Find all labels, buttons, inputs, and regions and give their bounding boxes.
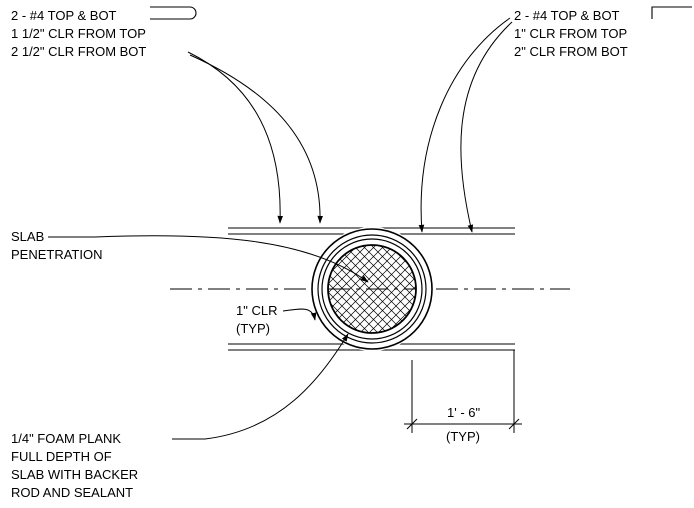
leader-foam-plank <box>172 333 349 440</box>
note-clearance-line-1: 1" CLR <box>236 303 277 318</box>
note-slab-penetration: SLAB PENETRATION <box>11 229 103 262</box>
note-foam-plank: 1/4" FOAM PLANK FULL DEPTH OF SLAB WITH … <box>11 431 138 500</box>
outer-ring <box>311 228 433 350</box>
note-slab-penetration-line-2: PENETRATION <box>11 247 103 262</box>
note-slab-penetration-line-1: SLAB <box>11 229 44 244</box>
note-top-right: 2 - #4 TOP & BOT 1" CLR FROM TOP 2" CLR … <box>514 8 628 59</box>
note-clearance-line-2: (TYP) <box>236 321 270 336</box>
leader-top-right-1 <box>418 17 511 233</box>
note-top-left-line-2: 1 1/2" CLR FROM TOP <box>11 26 146 41</box>
note-top-left-line-3: 2 1/2" CLR FROM BOT <box>11 44 146 59</box>
hook-symbol-right <box>651 6 692 19</box>
leader-clearance <box>282 308 317 321</box>
note-foam-plank-line-4: ROD AND SEALANT <box>11 485 133 500</box>
note-top-left: 2 - #4 TOP & BOT 1 1/2" CLR FROM TOP 2 1… <box>11 8 146 59</box>
note-top-right-line-1: 2 - #4 TOP & BOT <box>514 8 620 23</box>
note-foam-plank-line-3: SLAB WITH BACKER <box>11 467 138 482</box>
note-clearance: 1" CLR (TYP) <box>236 303 277 336</box>
note-top-right-line-2: 1" CLR FROM TOP <box>514 26 627 41</box>
leader-top-left-2 <box>189 54 323 224</box>
slab-penetration-outline <box>327 244 417 334</box>
hook-symbol-left <box>150 6 197 20</box>
foam-plank-ring <box>317 234 427 344</box>
leader-top-right-2 <box>460 21 513 233</box>
sealant-ring <box>321 238 423 340</box>
note-top-right-line-3: 2" CLR FROM BOT <box>514 44 628 59</box>
dimension-typ: (TYP) <box>446 429 480 444</box>
note-dimension: 1' - 6" (TYP) <box>446 405 480 444</box>
dimension-value: 1' - 6" <box>447 405 480 420</box>
note-foam-plank-line-2: FULL DEPTH OF <box>11 449 112 464</box>
note-top-left-line-1: 2 - #4 TOP & BOT <box>11 8 117 23</box>
note-foam-plank-line-1: 1/4" FOAM PLANK <box>11 431 121 446</box>
leader-slab-penetration <box>48 235 369 283</box>
dimension-1-6 <box>404 350 522 433</box>
